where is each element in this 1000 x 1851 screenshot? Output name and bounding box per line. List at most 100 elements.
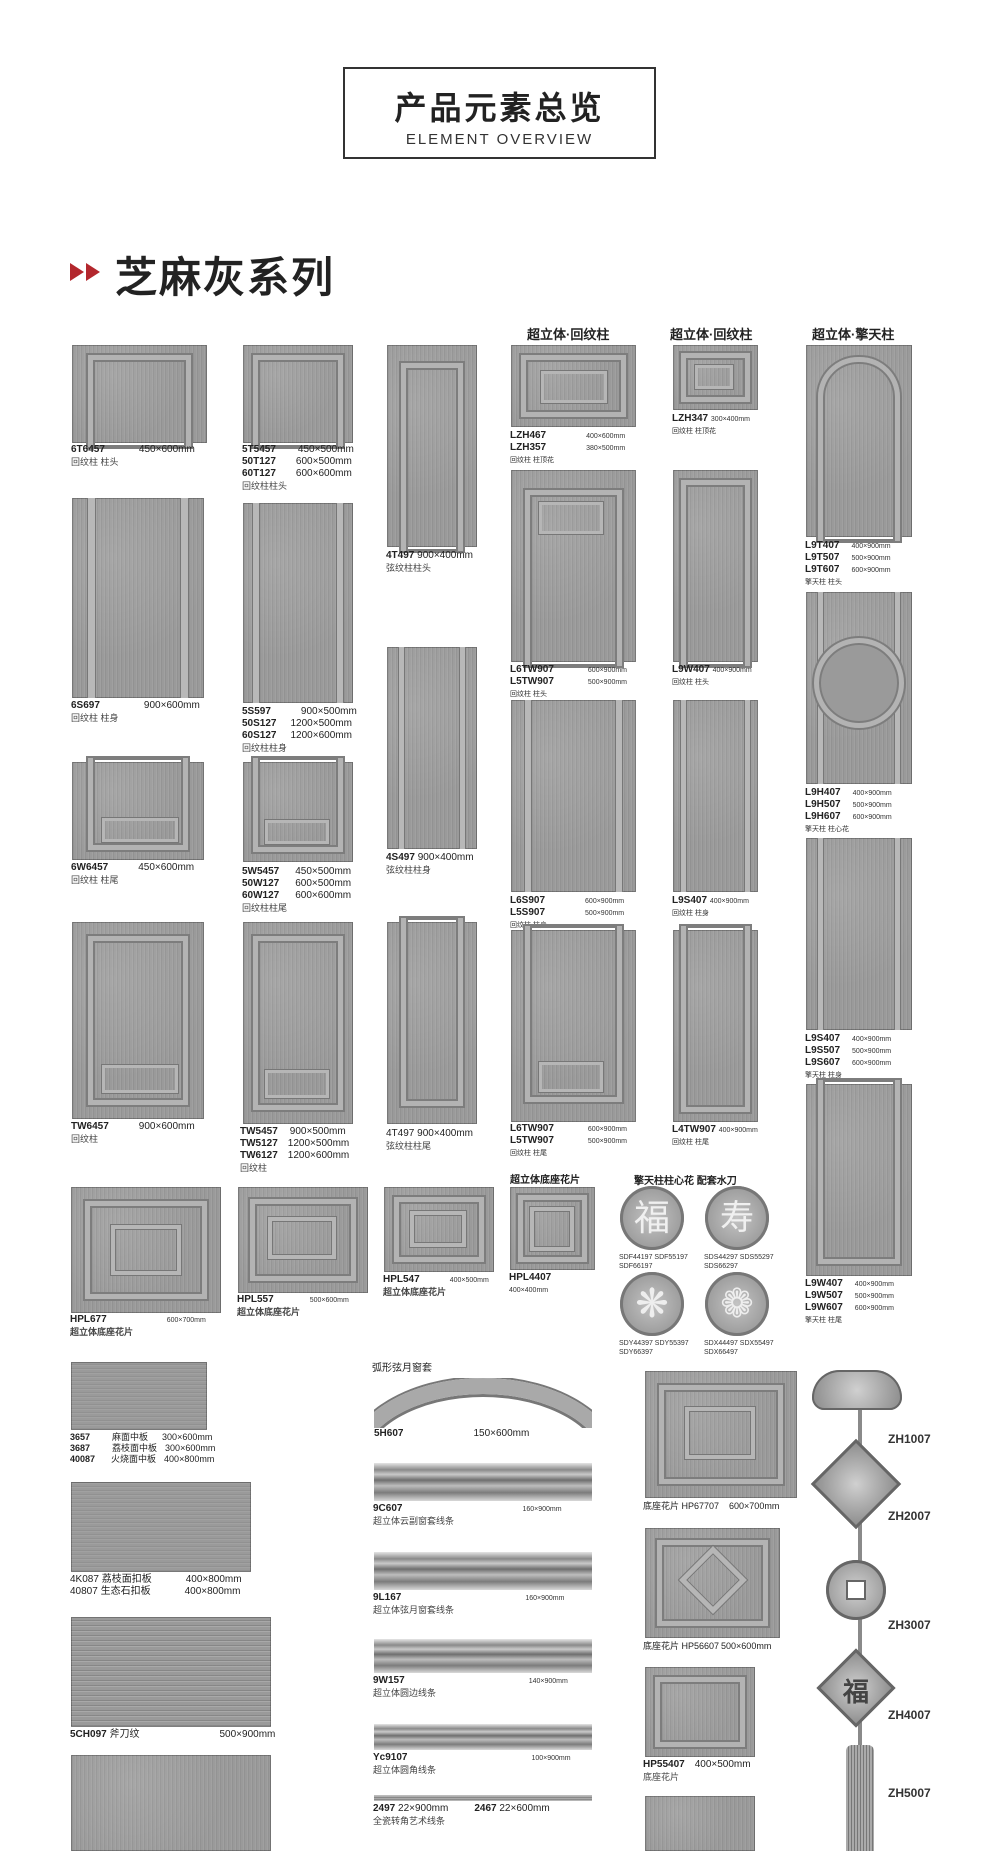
play-arrows-icon (70, 263, 84, 281)
molding-Yc9107 (374, 1724, 592, 1750)
pendant-label-4: ZH4007 (888, 1708, 931, 1722)
tile-L9S407b (806, 838, 912, 1030)
pendant-fu-glyph: 福 (842, 1677, 869, 1707)
page-subtitle: ELEMENT OVERVIEW (405, 131, 594, 148)
tile-5T5457 (243, 345, 353, 447)
medallion-fu: 福 (620, 1186, 684, 1250)
molding-9W157 (374, 1639, 592, 1673)
pendant-label-5: ZH5007 (888, 1786, 931, 1800)
tile-board-5CH097 (71, 1617, 271, 1727)
header-box: 产品元素总览 ELEMENT OVERVIEW (343, 67, 656, 159)
tile-L9T407 (806, 345, 912, 541)
molding-2497 (374, 1795, 592, 1801)
tile-HP56607 (645, 1528, 780, 1638)
tile-L9H407 (806, 592, 912, 784)
tile-6T6457 (72, 345, 207, 447)
column-header-1: 超立体·回纹柱 (527, 327, 610, 342)
tile-HPL4407 (510, 1187, 595, 1270)
base-heading: 超立体底座花片 (510, 1175, 580, 1186)
tile-HP55407 (645, 1667, 755, 1757)
molding-9L167 (374, 1552, 592, 1590)
tile-5S597 (243, 503, 353, 703)
tile-LZH347 (673, 345, 758, 410)
pendant-tassel (846, 1745, 874, 1851)
tile-TW6457 (72, 922, 204, 1119)
tile-HPL557 (238, 1187, 368, 1293)
pendant-cord (858, 1400, 862, 1851)
tile-HPL547 (384, 1187, 494, 1272)
tile-L4TW907 (673, 926, 758, 1122)
pendant-coin (826, 1560, 886, 1620)
medallion-shou: 寿 (705, 1186, 769, 1250)
tile-LZH467 (511, 345, 636, 427)
tile-L9W407 (673, 470, 758, 666)
pendant-label-3: ZH3007 (888, 1618, 931, 1632)
pendant-bat (812, 1370, 902, 1410)
column-header-2: 超立体·回纹柱 (670, 327, 753, 342)
section-title: 芝麻灰系列 (115, 253, 336, 302)
play-arrows-icon-2 (86, 263, 100, 281)
tile-L6TW907-tail (511, 926, 636, 1122)
column-header-3: 超立体·擎天柱 (812, 327, 895, 342)
molding-arc-5H607 (374, 1378, 592, 1428)
tile-board-3657 (71, 1362, 207, 1430)
tile-L9W407b (806, 1080, 912, 1276)
tile-TW5457 (243, 922, 353, 1124)
moldings-heading: 弧形弦月窗套 (372, 1363, 432, 1374)
tile-L9S407 (673, 700, 758, 892)
tile-board-bottom (71, 1755, 271, 1851)
medallion-heading: 擎天柱柱心花 配套水刀 (634, 1176, 737, 1187)
tile-HP67707 (645, 1371, 797, 1498)
tile-5W5457 (243, 758, 353, 862)
pendant-label-1: ZH1007 (888, 1432, 931, 1446)
tile-4T497-tail (387, 918, 477, 1124)
page-title: 产品元素总览 (394, 90, 605, 126)
tile-6W6457 (72, 758, 204, 860)
tile-HPL677 (71, 1187, 221, 1313)
tile-4T497-head (387, 345, 477, 551)
medallion-flower-2: ❁ (705, 1272, 769, 1336)
tile-4S497 (387, 647, 477, 849)
medallion-flower-1: ❋ (620, 1272, 684, 1336)
tile-6S697 (72, 498, 204, 698)
tile-L6TW907-head (511, 470, 636, 666)
